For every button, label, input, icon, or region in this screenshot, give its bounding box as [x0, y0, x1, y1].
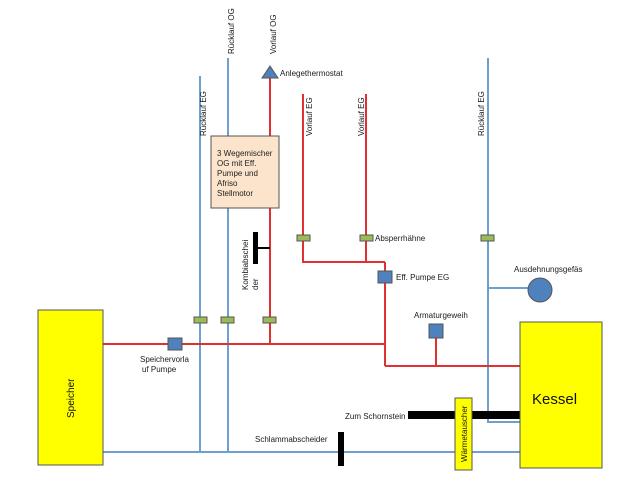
- combi-separator-label-line: Kombiabschei: [241, 240, 250, 290]
- heat-exchanger-box[interactable]: [454, 397, 473, 471]
- contact-thermostat-icon[interactable]: [261, 65, 279, 79]
- valves: [193, 234, 495, 324]
- mixer-label: 3 Wegemischer OG mit Eff. Pumpe und Afri…: [217, 149, 275, 198]
- mixer-label-line: Afriso: [217, 179, 238, 188]
- speicher-supply-pump[interactable]: [167, 337, 183, 351]
- combi-separator-label-line: der: [251, 278, 260, 290]
- storage-tank-label: Speicher: [66, 378, 77, 418]
- speicher-pump-label-line: uf Pumpe: [142, 365, 177, 374]
- chimney-label: Zum Schornstein: [345, 412, 405, 421]
- mixer-label-line: Stellmotor: [217, 189, 253, 198]
- shutoff-valve[interactable]: [359, 234, 374, 242]
- thermostat-label: Anlegethermostat: [280, 69, 343, 78]
- pipe-label-ruecklauf-eg-right: Rücklauf EG: [477, 91, 486, 136]
- expansion-label: Ausdehnungsgefäs: [514, 265, 583, 274]
- boiler[interactable]: [519, 321, 603, 469]
- supply-pipes: [103, 78, 520, 367]
- sludge-separator-label: Schlammabscheider: [255, 435, 328, 444]
- storage-tank[interactable]: [37, 309, 104, 466]
- sludge-separator-bar[interactable]: [338, 432, 344, 466]
- shutoff-valve[interactable]: [480, 234, 495, 242]
- armatur-label: Armaturgeweih: [414, 311, 468, 320]
- eff-pump-eg-label: Eff. Pumpe EG: [396, 273, 449, 282]
- armatur-manifold[interactable]: [428, 323, 444, 339]
- pipe-label-vorlauf-eg-2: Vorlauf EG: [357, 97, 366, 136]
- shutoff-valve[interactable]: [262, 316, 277, 324]
- pipe-label-vorlauf-og: Vorlauf OG: [269, 14, 278, 54]
- combi-separator-label: Kombiabschei der: [241, 238, 260, 290]
- mixer-label-line: 3 Wegemischer: [217, 149, 273, 158]
- expansion-vessel-icon[interactable]: [527, 277, 553, 303]
- mixer-label-line: OG mit Eff.: [217, 159, 256, 168]
- boiler-label: Kessel: [532, 391, 577, 408]
- shutoff-valve[interactable]: [193, 316, 208, 324]
- return-pipe-eg-right: [487, 58, 520, 423]
- shutoff-valve[interactable]: [220, 316, 235, 324]
- pipe-label-ruecklauf-og: Rücklauf OG: [227, 8, 236, 54]
- speicher-pump-label: Speichervorla uf Pumpe: [140, 355, 191, 374]
- return-pipes: [103, 58, 528, 453]
- shutoff-valve[interactable]: [296, 234, 311, 242]
- supply-pipe-eg-1: [302, 94, 385, 263]
- shutoff-valves-label: Absperrhähne: [375, 234, 426, 243]
- three-way-mixer-box[interactable]: [210, 135, 280, 209]
- heat-exchanger-label: Wärmetauscher: [460, 405, 469, 462]
- pipe-label-vorlauf-eg-1: Vorlauf EG: [305, 97, 314, 136]
- mixer-label-line: Pumpe und: [217, 169, 258, 178]
- pipe-label-ruecklauf-eg-left: Rücklauf EG: [199, 91, 208, 136]
- eff-pump-eg[interactable]: [377, 270, 393, 284]
- speicher-pump-label-line: Speichervorla: [140, 355, 189, 364]
- combi-separator-bar[interactable]: [253, 232, 258, 264]
